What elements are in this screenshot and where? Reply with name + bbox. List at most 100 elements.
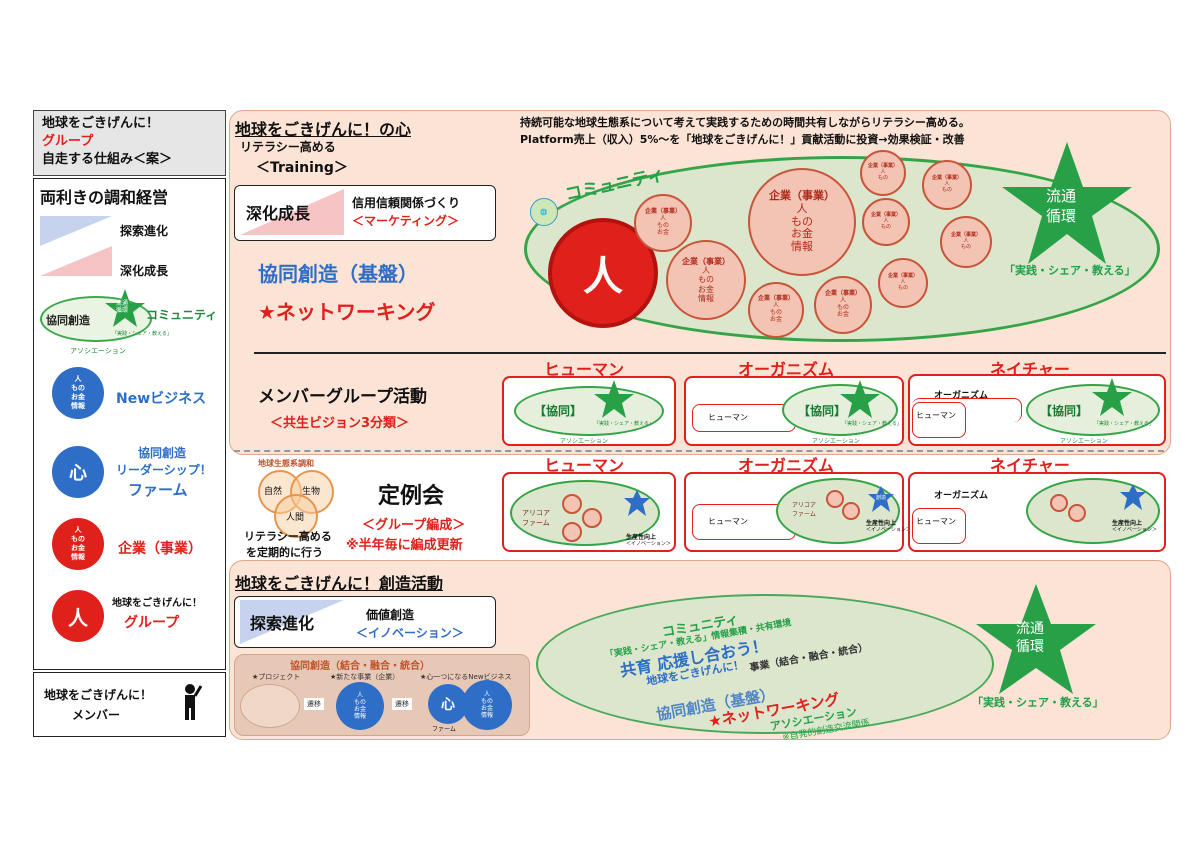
sub-box-nature-human [912, 402, 966, 438]
lit-2: を定期的に行う [246, 546, 323, 559]
lit-1: リテラシー高める [244, 530, 332, 543]
corp-label: 企業（事業） [118, 541, 202, 557]
flow-sen-i-2: 遷移 [392, 698, 412, 710]
deepen-label: 深化成長 [120, 264, 169, 278]
circle-line: お金 [769, 315, 782, 323]
kachi-label: 価値創造 [366, 608, 415, 622]
flow-kokoro-circle: 心 [428, 684, 468, 724]
meet-sub-human-label: ヒューマン [708, 517, 748, 526]
leader-1: 協同創造 [138, 446, 187, 460]
jissen-2: 「実践・シェア・教える」 [842, 421, 902, 427]
head-human-1: ヒューマン [544, 360, 625, 379]
corp-title: 企業（事業） [757, 295, 794, 303]
innov-1: ＜イノベーション＞ [626, 541, 671, 547]
hensei-label: ＜グループ編成＞ [362, 518, 466, 533]
alliance-label-2: アリコア ファーム [792, 502, 817, 518]
shinka-box [234, 185, 496, 241]
top-desc-1: 持続可能な地球生態系について考えて実践するための時間共有しながらリテラシー高める… [520, 116, 970, 129]
top-star-text: 流通 循環 [1046, 187, 1077, 225]
circle-line: 情報 [71, 553, 85, 561]
circle-line: もの [71, 535, 85, 543]
corp-circle: 企業（事業） 人 もの お金 [814, 276, 872, 334]
flow-new-corp: ★新たな事業（企業） [330, 673, 400, 681]
assoc-1: アソシエーション [560, 438, 608, 445]
member-1: 地球をごきげんに！ [44, 688, 153, 702]
bottom-star-text: 流通 循環 [1016, 621, 1044, 655]
kiban-label: 協同創造（基盤） [258, 262, 418, 286]
venn-shizen-label: 自然 [264, 487, 283, 497]
circle-line: 人 [483, 691, 490, 698]
flow-sen-i-1: 遷移 [304, 698, 324, 710]
circle-line: もの [353, 699, 366, 706]
circle-line: 人 [880, 169, 886, 176]
top-jissen: 「実践・シェア・教える」 [1004, 264, 1136, 277]
top-literacy: リテラシー高める [240, 140, 336, 154]
mini-corp-circle [1068, 504, 1086, 522]
top-heading: 地球をごきげんに！の心 [235, 120, 412, 139]
star-icon [594, 380, 634, 418]
explore-label: 探索進化 [120, 224, 169, 238]
shinka-label: 深化成長 [246, 204, 311, 223]
venn-seibutsu-label: 生物 [302, 487, 321, 497]
circle-line: もの [480, 698, 493, 705]
meet-ellipse-nature [1026, 478, 1160, 544]
seisan-2: 生産性向上 [866, 520, 897, 527]
left-assoc: アソシエーション [70, 347, 126, 355]
circle-line: 人 [659, 215, 666, 223]
sub-human-label-2: ヒューマン [916, 411, 956, 420]
corp-title: 企業（事業） [644, 208, 681, 216]
left-legend-box [33, 178, 226, 670]
bottom-community-ellipse [536, 594, 994, 734]
circle-line: 人 [772, 302, 779, 310]
circle-line: お金 [480, 705, 493, 712]
sub-human-label: ヒューマン [708, 413, 748, 422]
left-title-3: 自走する仕組み＜案＞ [42, 152, 173, 167]
corp-title: 企業（事業） [769, 189, 835, 203]
corp-title: 企業（事業） [682, 257, 730, 267]
legend-blue-circle: 人 もの お金 情報 [52, 367, 104, 419]
ellipse-organism [782, 384, 898, 436]
seisan-1: 生産性向上 [626, 534, 657, 541]
teirei-label: 定例会 [378, 484, 445, 509]
corp-circle: 企業（事業） 人 もの [878, 258, 928, 308]
head-organism-1: オーガニズム [738, 360, 835, 379]
corp-circle: 企業（事業） 人 もの お金 [748, 282, 804, 338]
divider-line [254, 352, 1166, 354]
circle-line: もの [769, 309, 782, 316]
corp-circle-main: 企業（事業） 人 もの お金 情報 [748, 168, 856, 276]
member-act: メンバーグループ活動 [258, 387, 427, 407]
innovation-label: ＜イノベーション＞ [356, 626, 464, 640]
circle-line: 情報 [480, 712, 493, 719]
circle-line: お金 [353, 706, 366, 713]
corp-title: 企業（事業） [824, 290, 861, 298]
tansaku-label: 探索進化 [250, 614, 315, 633]
circle-line: 人 [74, 526, 82, 534]
corp-title: 企業（事業） [870, 212, 901, 219]
meet-sub-organism-label: オーガニズム [934, 491, 989, 501]
earth-logo-icon: 🌐 [530, 198, 558, 226]
left-community-label: コミュニティ [146, 308, 218, 322]
legend-hito-circle: 人 [52, 590, 104, 642]
left-title-1: 地球をごきげんに！ [42, 116, 160, 131]
marketing-label: ＜マーケティング＞ [352, 214, 460, 228]
divider-dashed [234, 450, 1164, 452]
jissen-1: 「実践・シェア・教える」 [594, 421, 654, 427]
eco-label: 地球生態系調和 [258, 459, 314, 468]
leader-3: ファーム [128, 481, 188, 499]
meet-ellipse-organism [776, 478, 900, 544]
newbiz-label: Newビジネス [116, 391, 207, 407]
head-organism-2: オーガニズム [738, 456, 835, 475]
circle-line: もの [71, 384, 85, 392]
kyodo-b-3: 【協同】 [1040, 404, 1089, 418]
corp-circle: 企業（事業） 人 もの [940, 216, 992, 268]
innov-3: ＜イノベーション＞ [1112, 527, 1157, 533]
circle-line: もの [877, 174, 888, 181]
circle-line: もの [897, 284, 908, 291]
corp-title: 企業（事業） [867, 163, 898, 170]
assoc-3: アソシエーション [1060, 438, 1108, 445]
explore-triangle [40, 216, 112, 276]
ellipse-human [514, 386, 664, 436]
sub-box-nature-organism [912, 398, 1022, 422]
mini-corp-circle [562, 522, 582, 542]
left-kyodo-label: 協同創造 [46, 314, 90, 327]
